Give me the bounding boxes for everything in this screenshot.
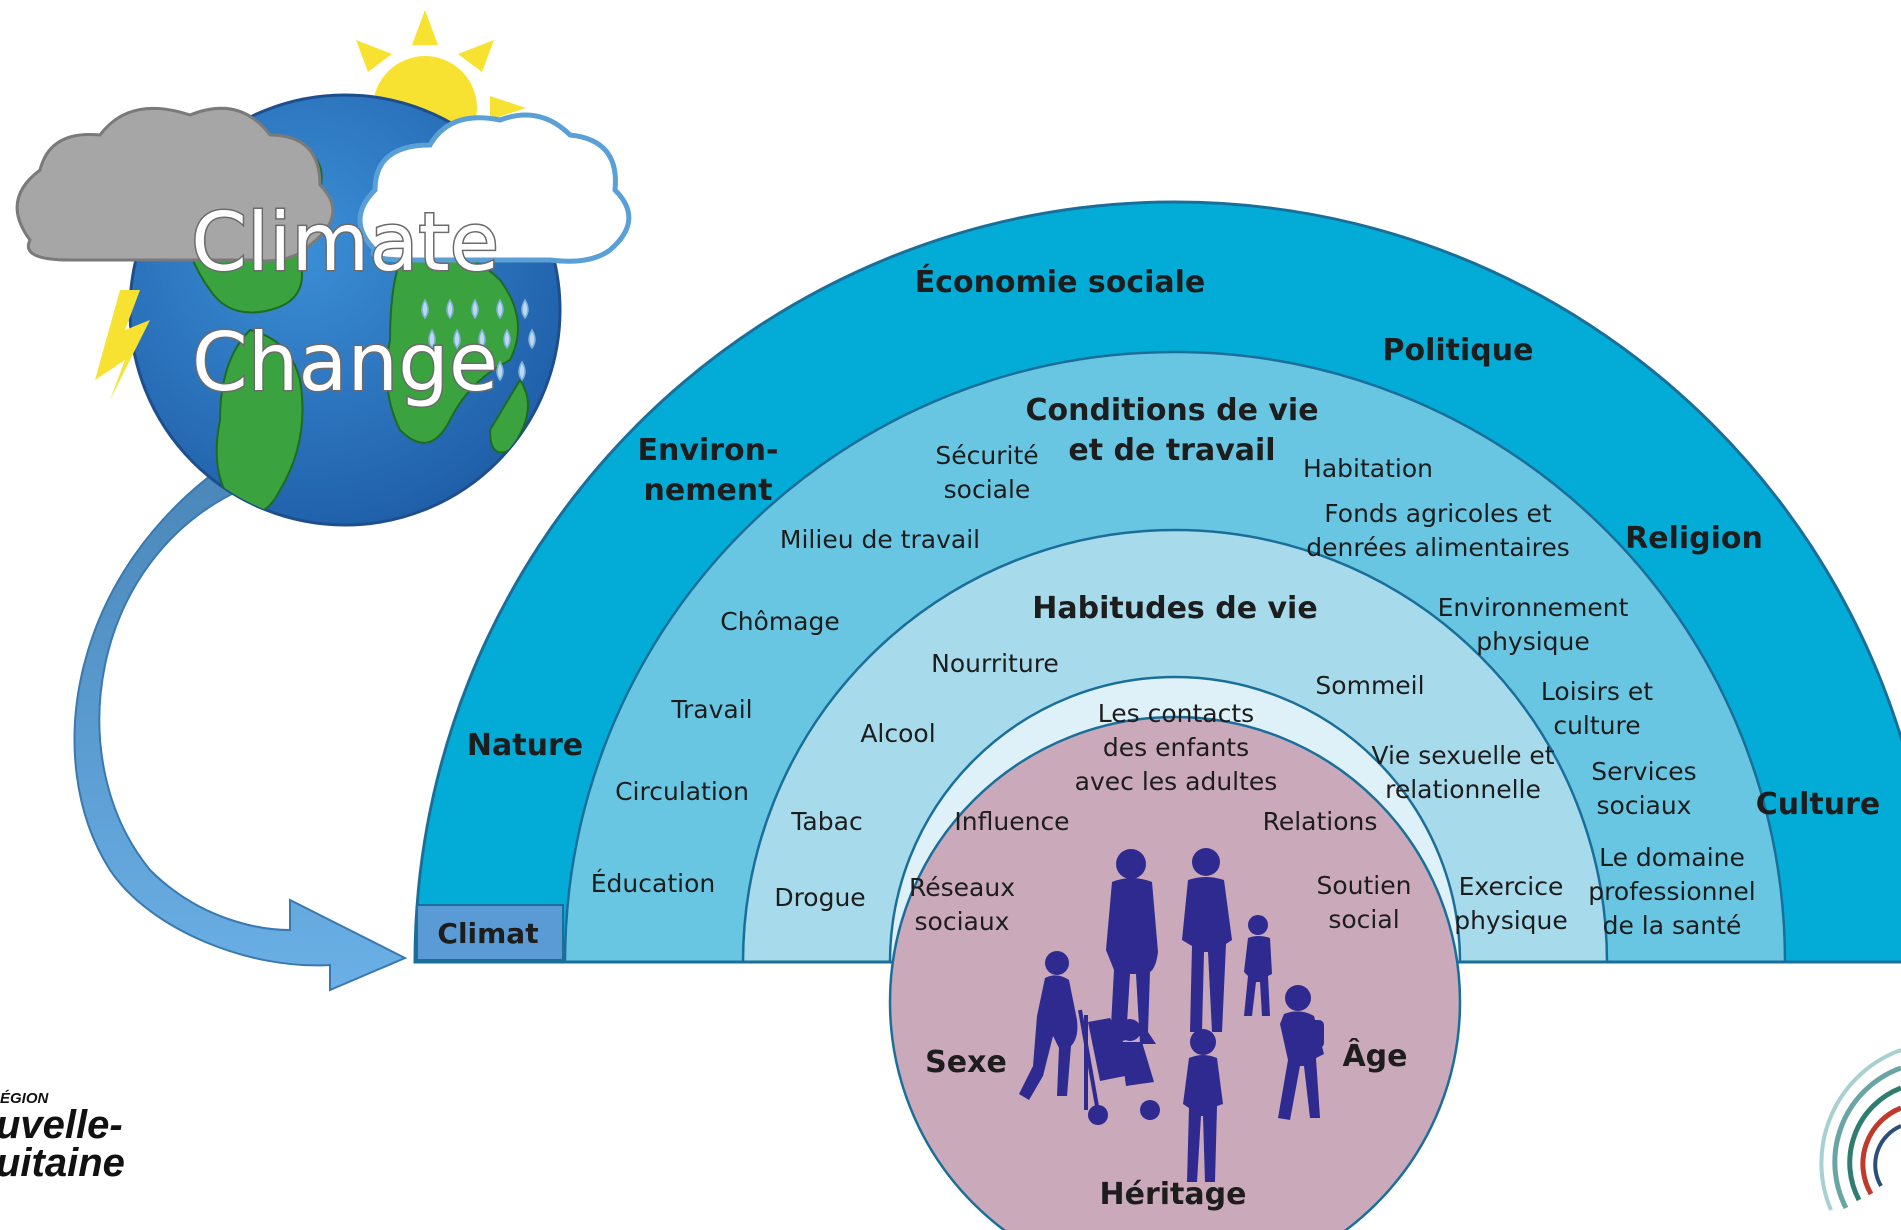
globe-illustration: Climate Change [15,10,632,527]
chomage-label: Chômage [720,607,840,636]
environnement-label-2: nement [643,473,772,508]
circulation-label: Circulation [615,777,749,806]
soutien-label-1: Soutien [1317,871,1412,900]
storm-cloud-icon [15,106,335,400]
climat-label: Climat [437,917,538,950]
services-label-1: Services [1591,757,1696,786]
climat-box: Climat [416,904,564,961]
loisirs-label-2: culture [1553,711,1640,740]
influence-label: Influence [954,807,1069,836]
securite-label-2: sociale [944,475,1031,504]
elderly-man-figure [1019,951,1088,1110]
sommeil-label: Sommeil [1315,671,1424,700]
education-label: Éducation [591,869,715,898]
conditions-title-2: et de travail [1068,433,1275,468]
people-silhouettes [1019,848,1324,1182]
culture-label: Culture [1756,787,1881,822]
raindrops [421,298,536,382]
nature-label: Nature [467,728,583,763]
girl-figure [1183,1029,1223,1182]
economie-sociale-title: Économie sociale [915,264,1206,300]
region-logo: ÉGION uvelle- uitaine [0,1090,125,1185]
man-figure [1106,849,1158,1044]
reseaux-label-1: Réseaux [909,873,1015,902]
exercice-label-2: physique [1454,906,1568,935]
heritage-label: Héritage [1100,1177,1247,1212]
fonds-label-1: Fonds agricoles et [1324,499,1552,528]
domaine-label-3: de la santé [1603,911,1742,940]
vie-sexuelle-label-1: Vie sexuelle et [1371,741,1554,770]
alcool-label: Alcool [860,719,935,748]
travail-label: Travail [670,695,752,724]
services-label-2: sociaux [1597,791,1692,820]
soutien-label-2: social [1328,905,1399,934]
habitudes-title: Habitudes de vie [1032,591,1317,626]
reseaux-label-2: sociaux [915,907,1010,936]
vie-sexuelle-label-2: relationnelle [1385,775,1541,804]
woman-figure [1182,848,1232,1032]
age-label: Âge [1342,1038,1407,1074]
domaine-label-2: professionnel [1588,877,1755,906]
environnement-label-1: Environ- [638,433,779,468]
logo-line3: uitaine [0,1141,125,1185]
contacts-label-3: avec les adultes [1075,767,1278,796]
climate-title-line2: Change [192,316,498,409]
conditions-title-1: Conditions de vie [1025,393,1318,428]
contacts-label-2: des enfants [1103,733,1249,762]
concentric-rings-logo [1819,1048,1901,1211]
logo-line1: ÉGION [0,1090,50,1107]
nourriture-label: Nourriture [931,649,1059,678]
logo-line2: uvelle- [0,1103,123,1147]
exercice-label-1: Exercice [1459,872,1564,901]
fonds-label-2: denrées alimentaires [1306,533,1570,562]
tabac-label: Tabac [790,807,862,836]
drogue-label: Drogue [774,883,865,912]
sexe-label: Sexe [925,1045,1007,1080]
religion-label: Religion [1625,521,1763,556]
rain-cloud-icon [357,112,632,382]
securite-label-1: Sécurité [935,441,1038,470]
climate-title-line1: Climate [191,196,499,289]
environnement-physique-label-1: Environnement [1438,593,1629,622]
habitation-label: Habitation [1303,454,1433,483]
loisirs-label-1: Loisirs et [1541,677,1653,706]
milieu-label: Milieu de travail [780,525,980,554]
child-figure [1244,915,1272,1016]
environnement-physique-label-2: physique [1476,627,1590,656]
politique-label: Politique [1383,333,1534,368]
contacts-label-1: Les contacts [1098,699,1254,728]
curved-arrow [73,458,408,992]
boy-figure [1278,985,1324,1120]
relations-label: Relations [1263,807,1378,836]
domaine-label-1: Le domaine [1599,843,1745,872]
